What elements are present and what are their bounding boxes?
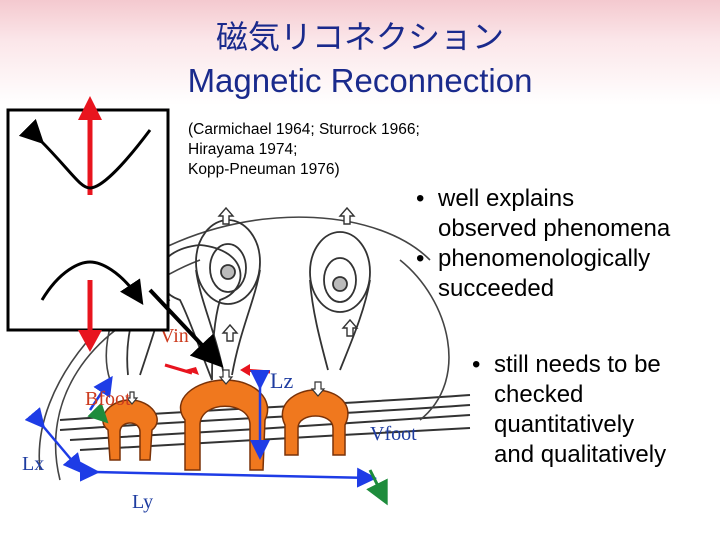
- label-vfoot: Vfoot: [370, 423, 417, 445]
- bullet-line: succeeded: [438, 275, 555, 302]
- reconnection-inset: [6, 96, 224, 368]
- bullet-line: observed phenomena: [438, 215, 671, 242]
- bullet-line: still needs to be: [494, 351, 661, 378]
- bullet-item: still needs to be checked quantitatively…: [466, 350, 666, 470]
- bullet-item: well explains observed phenomena: [410, 184, 670, 244]
- label-ly: Ly: [132, 491, 153, 513]
- label-lx: Lx: [22, 453, 44, 475]
- bullet-list-lower: still needs to be checked quantitatively…: [466, 350, 666, 470]
- bullet-list-upper: well explains observed phenomena phenome…: [410, 184, 670, 304]
- bullet-line: quantitatively: [494, 411, 635, 438]
- title-japanese: 磁気リコネクション: [215, 18, 504, 56]
- references-line1: (Carmichael 1964; Sturrock 1966; Hirayam…: [188, 121, 420, 158]
- inflow-arrow-right: [240, 364, 250, 376]
- bullet-line: and qualitatively: [494, 441, 667, 468]
- lx-arrow: [24, 407, 84, 474]
- ly-arrow: [79, 461, 377, 488]
- label-bfoot: Bfoot: [85, 388, 131, 410]
- loop-down-arrows: [125, 369, 326, 405]
- bullet-item: phenomenologically succeeded: [410, 244, 670, 304]
- bullet-line: well explains: [438, 185, 575, 212]
- inflow-arrow-left: [185, 367, 199, 375]
- bullet-line: checked: [494, 381, 584, 408]
- label-lz: Lz: [270, 368, 293, 393]
- references: (Carmichael 1964; Sturrock 1966; Hirayam…: [188, 120, 488, 180]
- references-line2: Kopp-Pneuman 1976): [188, 161, 340, 178]
- vfoot-arrow-right: [366, 469, 388, 506]
- title-english: Magnetic Reconnection: [187, 62, 533, 99]
- plasmoid-right: [309, 231, 371, 371]
- bullet-line: phenomenologically: [438, 245, 651, 272]
- vfoot-arrow-left: [87, 402, 109, 424]
- flare-loops: [102, 379, 349, 471]
